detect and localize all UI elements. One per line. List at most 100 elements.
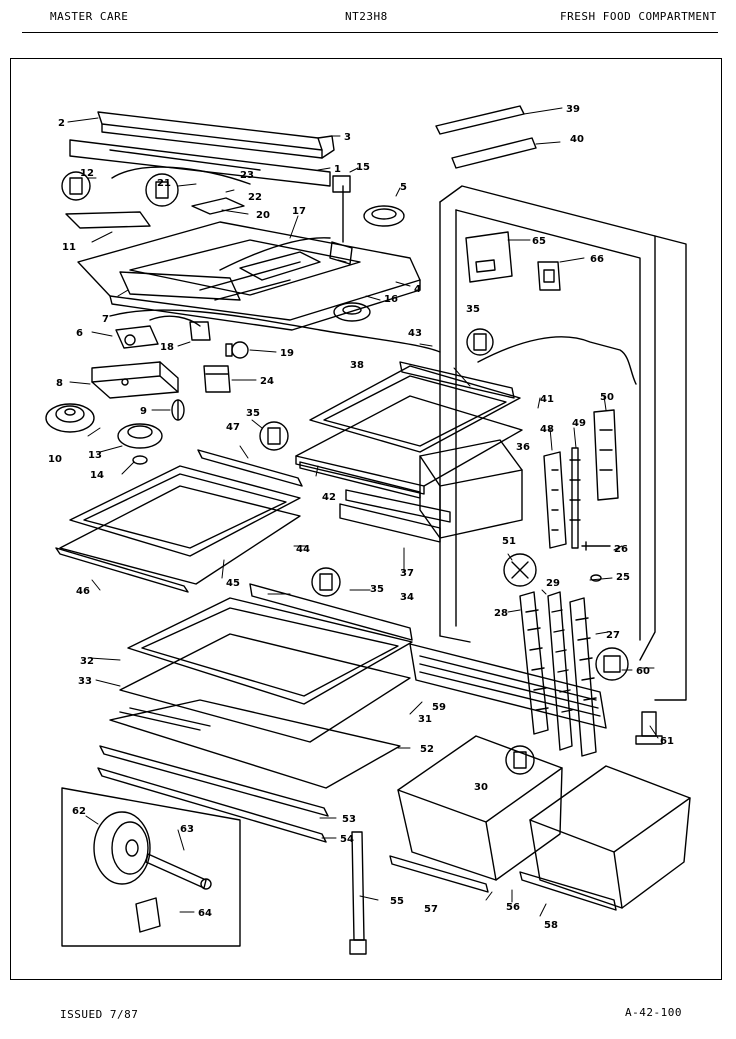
callout-57: 57 <box>424 904 438 915</box>
callout-43: 43 <box>408 328 422 339</box>
light-bulb <box>225 341 249 359</box>
callout-24: 24 <box>260 376 274 387</box>
callout-59: 59 <box>432 702 446 713</box>
header-rule <box>22 32 718 33</box>
callout-12: 12 <box>80 168 94 179</box>
lower-shelf-frame <box>119 597 413 743</box>
callout-65: 65 <box>532 236 546 247</box>
drawing-code: A-42-100 <box>625 1006 682 1019</box>
callout-40: 40 <box>570 134 584 145</box>
screw-25 <box>590 574 602 582</box>
leader-lines <box>67 107 659 917</box>
callout-36: 36 <box>516 442 530 453</box>
control-bracket <box>91 361 179 399</box>
callout-55: 55 <box>390 896 404 907</box>
clip-pin <box>171 399 185 421</box>
header-model-series: MASTER CARE <box>50 10 129 23</box>
screw-26 <box>581 541 611 551</box>
callout-14: 14 <box>90 470 104 481</box>
callout-53: 53 <box>342 814 356 825</box>
callout-23: 23 <box>240 170 254 181</box>
callout-66: 66 <box>590 254 604 265</box>
callout-45: 45 <box>226 578 240 589</box>
callout-54: 54 <box>340 834 354 845</box>
crisper-drawer-56 <box>397 735 563 881</box>
callout-32: 32 <box>80 656 94 667</box>
callout-52: 52 <box>420 744 434 755</box>
callout-49: 49 <box>572 418 586 429</box>
callout-30: 30 <box>474 782 488 793</box>
callout-39: 39 <box>566 104 580 115</box>
callout-35b: 35 <box>466 304 480 315</box>
middle-shelf-frame <box>59 465 301 585</box>
callout-48: 48 <box>540 424 554 435</box>
callout-35a: 35 <box>246 408 260 419</box>
shelf-glass-52 <box>109 699 401 789</box>
evaporator-fan-blade <box>45 403 95 433</box>
callout-61: 61 <box>660 736 674 747</box>
callout-64: 64 <box>198 908 212 919</box>
light-switch-bubble <box>466 328 494 356</box>
roller-wheel <box>93 811 151 885</box>
callout-18: 18 <box>160 342 174 353</box>
fan-motor-mount <box>117 423 163 449</box>
callout-22: 22 <box>248 192 262 203</box>
issue-date: ISSUED 7/87 <box>60 1008 139 1021</box>
thermostat-assembly <box>115 315 201 349</box>
inset-detail-box <box>61 787 241 947</box>
detail-bubble-12 <box>61 171 91 201</box>
fresh-food-liner <box>439 185 687 701</box>
callout-27: 27 <box>606 630 620 641</box>
callout-20: 20 <box>256 210 270 221</box>
callout-62: 62 <box>72 806 86 817</box>
callout-35c: 35 <box>370 584 384 595</box>
light-bracket <box>65 166 251 229</box>
callout-63: 63 <box>180 824 194 835</box>
ceiling-liner-panel <box>77 221 421 331</box>
callout-3: 3 <box>344 132 351 143</box>
liner-bracket-65 <box>465 231 513 283</box>
callout-11: 11 <box>62 242 76 253</box>
base-grille <box>409 643 607 729</box>
callout-29: 29 <box>546 578 560 589</box>
callout-19: 19 <box>280 348 294 359</box>
meat-pan-36 <box>419 439 523 539</box>
hinge-bubble-51 <box>503 553 537 587</box>
callout-8: 8 <box>56 378 63 389</box>
callout-15: 15 <box>356 162 370 173</box>
callout-2: 2 <box>58 118 65 129</box>
callout-6: 6 <box>76 328 83 339</box>
callout-7: 7 <box>102 314 109 325</box>
callout-labels: 2 3 1 15 5 12 21 23 22 20 17 11 4 16 7 6… <box>48 104 674 931</box>
shelf-trim-46 <box>55 547 189 593</box>
meat-pan-cover-37 <box>339 489 451 543</box>
diagram-frame <box>10 58 722 980</box>
callout-31: 31 <box>418 714 432 725</box>
upper-shelf-frame <box>295 365 523 495</box>
light-shield <box>119 271 241 301</box>
callout-46: 46 <box>76 586 90 597</box>
control-housing-frame <box>69 139 331 187</box>
callout-9: 9 <box>140 406 147 417</box>
callout-4: 4 <box>414 284 421 295</box>
crisper-trim-57 <box>389 855 489 893</box>
crisper-track-28 <box>519 591 549 735</box>
air-duct-tube <box>477 336 637 385</box>
shelf-trim-47 <box>197 449 303 487</box>
liner-bracket-66 <box>537 261 561 291</box>
shelf-trim-43 <box>399 361 515 399</box>
callout-5: 5 <box>400 182 407 193</box>
rubber-grommet <box>132 455 148 465</box>
crisper-track-27 <box>569 597 597 757</box>
crisper-bubble-30 <box>505 745 535 775</box>
shelf-bracket-bubble-35a <box>259 421 289 451</box>
callout-25: 25 <box>616 572 630 583</box>
callout-26: 26 <box>614 544 628 555</box>
callout-21: 21 <box>157 178 171 189</box>
crisper-trim-40 <box>451 137 537 169</box>
crisper-bubble-60 <box>595 647 629 681</box>
callout-10: 10 <box>48 454 62 465</box>
air-diffuser-cap <box>333 302 371 322</box>
crisper-track-29 <box>547 591 573 751</box>
